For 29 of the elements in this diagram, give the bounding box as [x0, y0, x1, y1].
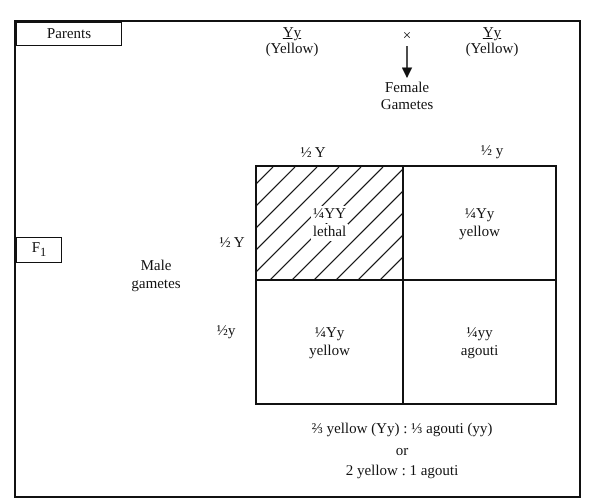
label-text: ½y: [216, 322, 236, 340]
phenotype-text: yellow: [458, 224, 501, 240]
punnett-cell: [402, 279, 557, 405]
label-text: Yy: [282, 24, 302, 42]
label-text: Yy: [482, 24, 502, 42]
phenotype-text: agouti: [460, 342, 500, 360]
label-box: Parents: [16, 22, 122, 46]
genotype-text: ¼Yy: [464, 206, 496, 222]
genotype-text: ¼yy: [465, 324, 494, 342]
genotype-text: ¼Yy: [314, 324, 346, 342]
result-text: ⅔ yellow (Yy) : ⅓ agouti (yy): [312, 420, 492, 438]
frame-border: [14, 20, 581, 498]
result-text: or: [396, 442, 408, 460]
label-text: (Yellow): [266, 40, 318, 58]
label-text: Male gametes: [130, 257, 182, 293]
genotype-text: ¼YY: [311, 206, 348, 222]
label-text: ½ Y: [300, 144, 326, 162]
punnett-cell: [402, 165, 557, 281]
node-text: Female Gametes: [367, 80, 447, 114]
phenotype-text: yellow: [308, 342, 351, 360]
result-text: 2 yellow : 1 agouti: [346, 462, 458, 480]
punnett-cell: [255, 279, 404, 405]
label-text: ½ y: [480, 142, 504, 160]
arrow: [402, 46, 412, 78]
label-text: ½ Y: [219, 234, 245, 252]
cross-symbol: ×: [402, 28, 412, 45]
phenotype-text: lethal: [310, 224, 348, 240]
label-box: F$_{1}$: [16, 237, 62, 263]
label-text: (Yellow): [466, 40, 518, 58]
